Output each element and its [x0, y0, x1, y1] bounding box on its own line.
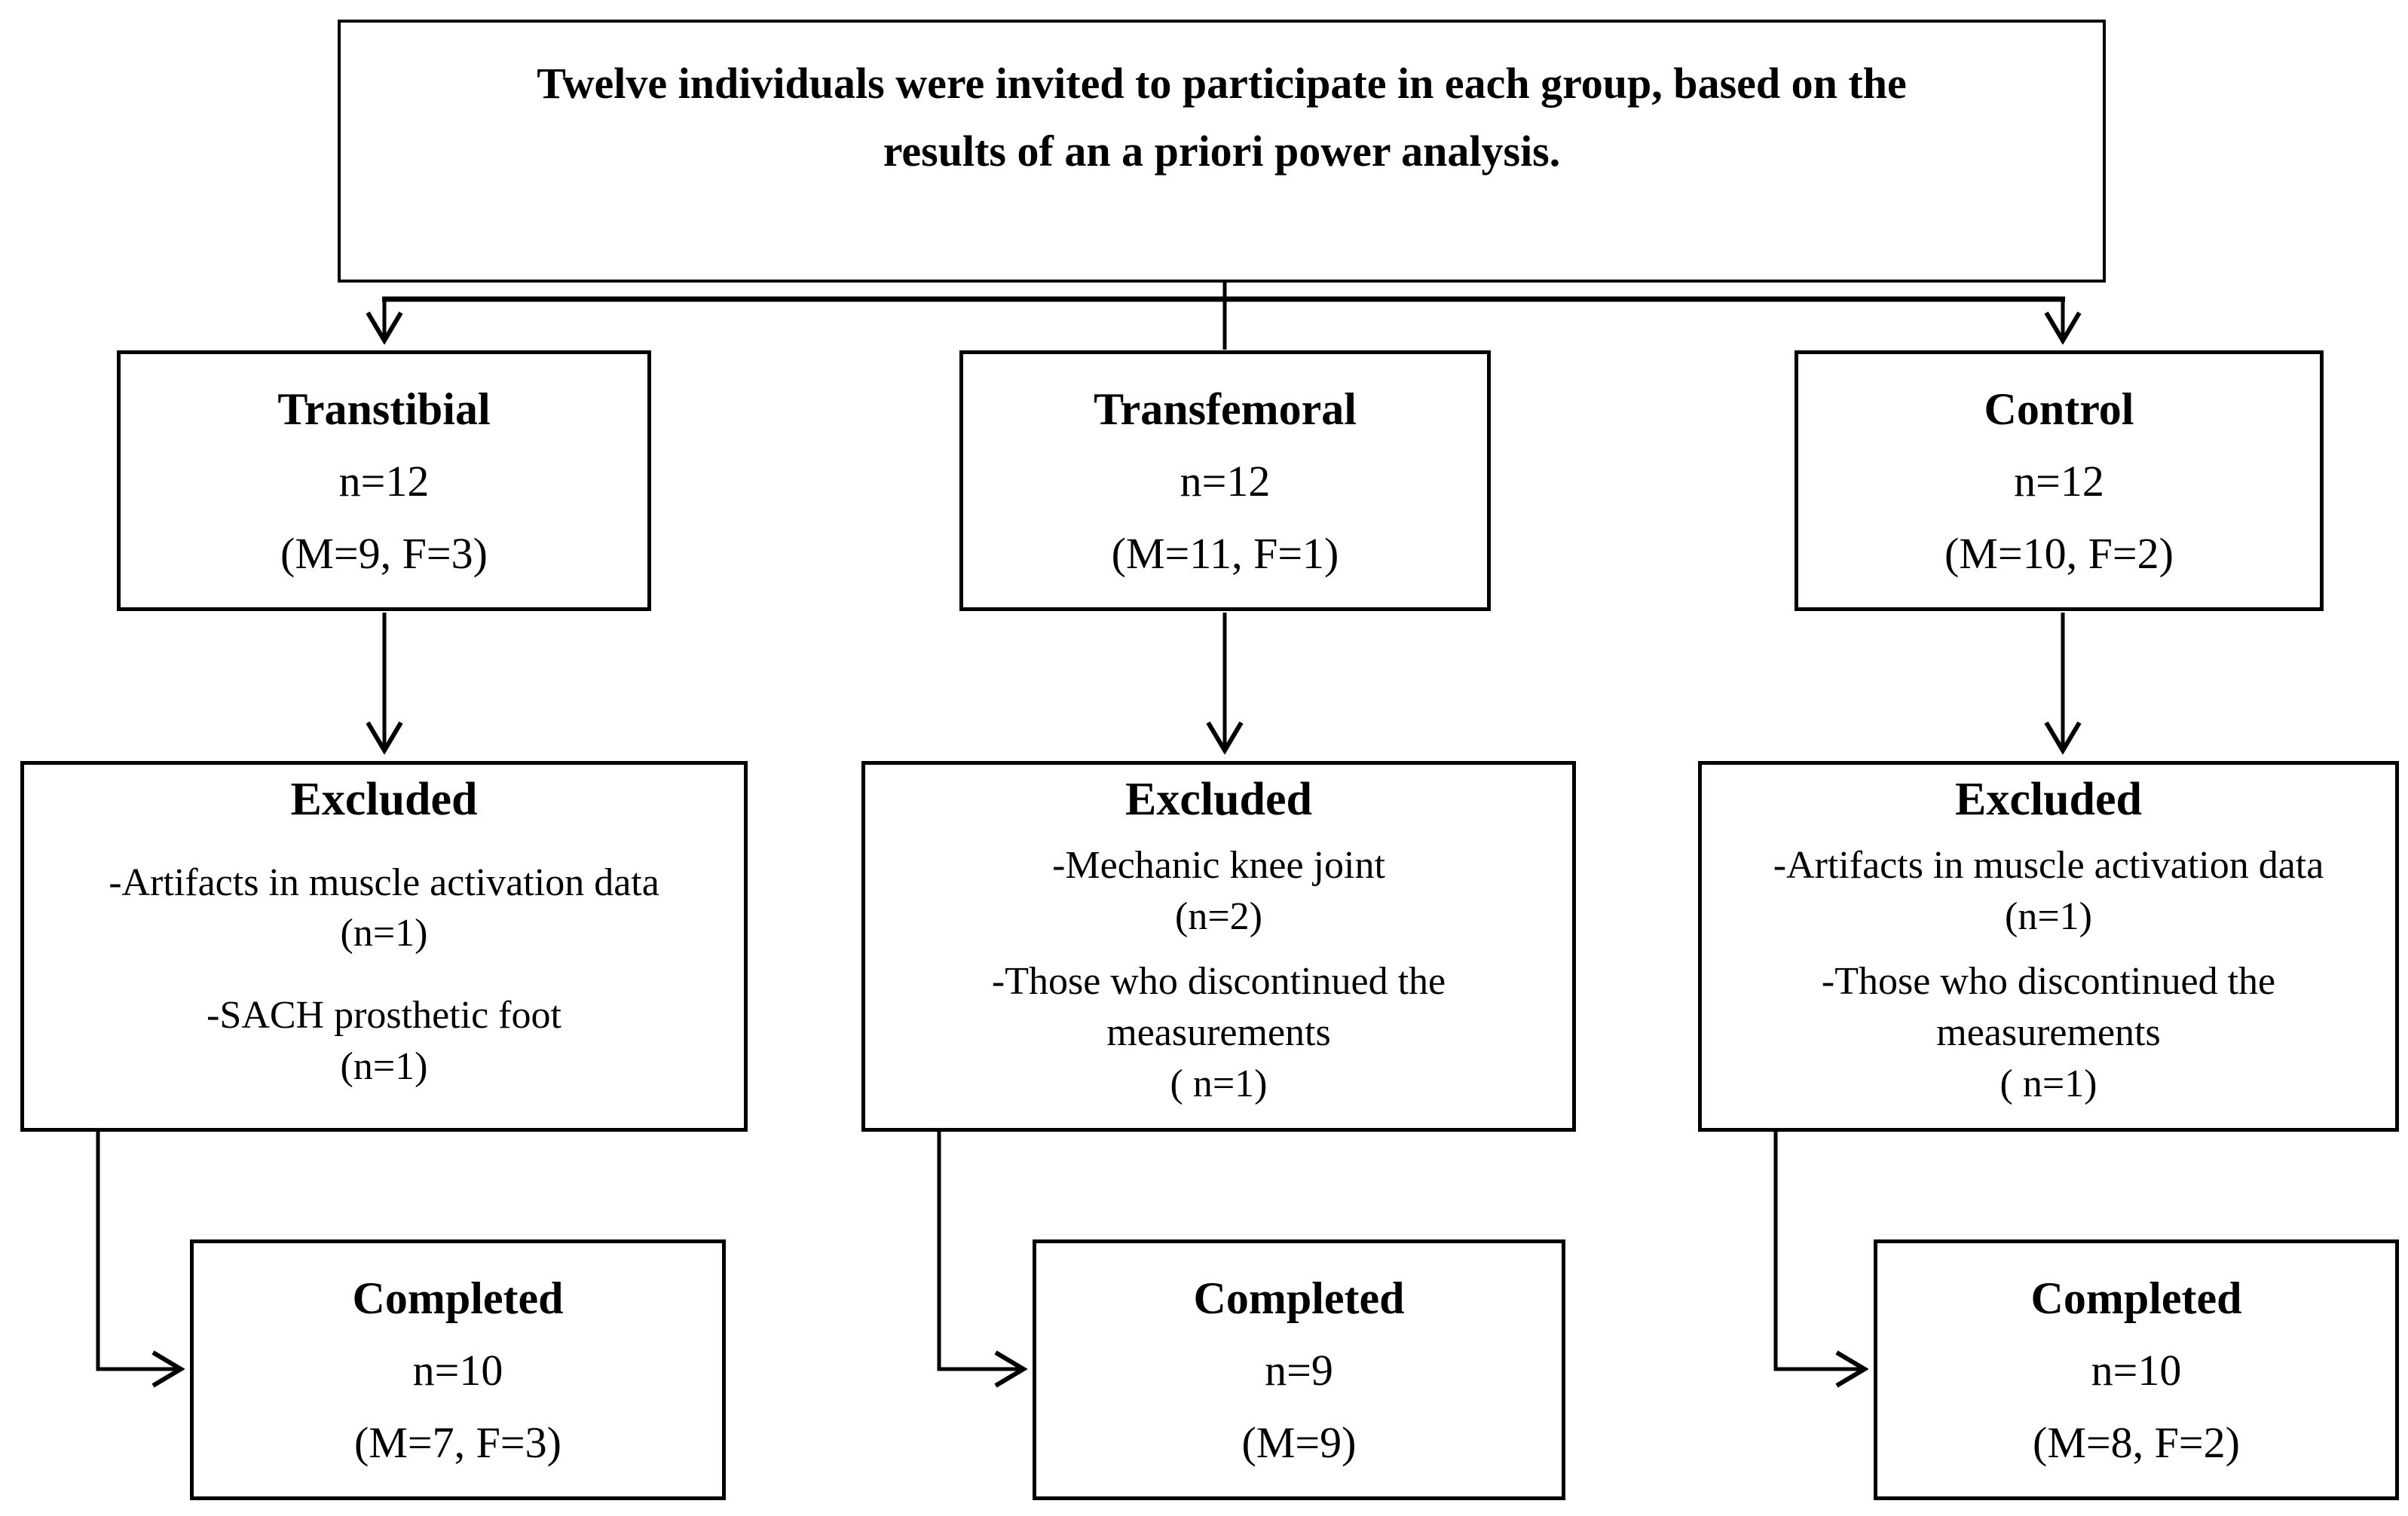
reason-text: measurements	[1106, 1010, 1331, 1054]
group-box-control: Control n=12 (M=10, F=2)	[1795, 350, 2324, 611]
excluded-box-transtibial: Excluded -Artifacts in muscle activation…	[20, 761, 748, 1132]
arrow-excluded-to-completed-control	[1773, 1130, 1865, 1369]
invitation-line-2: results of an a priori power analysis.	[883, 126, 1561, 176]
arrow-excluded-to-completed-transfemoral	[937, 1130, 1023, 1369]
completed-box-control: Completed n=10 (M=8, F=2)	[1874, 1239, 2399, 1500]
excluded-box-control: Excluded -Artifacts in muscle activation…	[1698, 761, 2399, 1132]
completed-box-transtibial: Completed n=10 (M=7, F=3)	[190, 1239, 726, 1500]
group-n: n=12	[338, 457, 430, 506]
group-box-transtibial: Transtibial n=12 (M=9, F=3)	[117, 350, 651, 611]
invitation-box: Twelve individuals were invited to parti…	[338, 20, 2106, 283]
reason-text: -Mechanic knee joint	[1052, 844, 1385, 888]
group-sex: (M=9, F=3)	[280, 528, 488, 578]
completed-box-transfemoral: Completed n=9 (M=9)	[1033, 1239, 1565, 1500]
completed-title: Completed	[1193, 1273, 1405, 1323]
exclusion-reason: -SACH prosthetic foot (n=1)	[207, 990, 561, 1092]
group-sex: (M=11, F=1)	[1111, 528, 1339, 578]
reason-text: -Those who discontinued the	[1821, 960, 2276, 1004]
excluded-title: Excluded	[1124, 774, 1313, 825]
completed-title: Completed	[2030, 1273, 2242, 1323]
completed-sex: (M=9)	[1241, 1417, 1357, 1467]
group-box-transfemoral: Transfemoral n=12 (M=11, F=1)	[959, 350, 1491, 611]
completed-title: Completed	[352, 1273, 564, 1323]
group-n: n=12	[2014, 457, 2104, 506]
completed-n: n=10	[412, 1346, 503, 1395]
excluded-box-transfemoral: Excluded -Mechanic knee joint (n=2) -Tho…	[861, 761, 1576, 1132]
exclusion-reason: -Artifacts in muscle activation data (n=…	[1773, 840, 2324, 942]
reason-text: measurements	[1936, 1010, 2161, 1054]
excluded-reasons: -Mechanic knee joint (n=2) -Those who di…	[880, 826, 1557, 1123]
invitation-line-1: Twelve individuals were invited to parti…	[537, 58, 1907, 108]
arrow-excluded-to-completed-transtibial	[96, 1130, 181, 1369]
reason-count: (n=1)	[340, 912, 428, 955]
reason-count: ( n=1)	[2000, 1062, 2097, 1105]
completed-n: n=10	[2091, 1346, 2182, 1395]
group-sex: (M=10, F=2)	[1944, 528, 2174, 578]
reason-text: -Those who discontinued the	[991, 960, 1446, 1004]
excluded-title: Excluded	[290, 774, 478, 825]
excluded-title: Excluded	[1954, 774, 2143, 825]
group-title: Control	[1984, 384, 2134, 434]
group-n: n=12	[1180, 457, 1271, 506]
reason-text: -Artifacts in muscle activation data	[109, 860, 659, 904]
excluded-reasons: -Artifacts in muscle activation data (n=…	[39, 826, 729, 1123]
completed-n: n=9	[1265, 1346, 1333, 1395]
group-title: Transfemoral	[1094, 384, 1357, 434]
reason-count: (n=2)	[1175, 894, 1262, 938]
exclusion-reason: -Those who discontinued the measurements…	[1822, 956, 2275, 1109]
group-title: Transtibial	[277, 384, 491, 434]
exclusion-reason: -Those who discontinued the measurements…	[992, 956, 1446, 1109]
exclusion-reason: -Mechanic knee joint (n=2)	[1052, 840, 1385, 942]
reason-text: -SACH prosthetic foot	[207, 994, 561, 1038]
exclusion-reason: -Artifacts in muscle activation data (n=…	[109, 857, 659, 959]
reason-count: ( n=1)	[1170, 1062, 1268, 1105]
reason-count: (n=1)	[340, 1045, 428, 1088]
reason-text: -Artifacts in muscle activation data	[1773, 844, 2324, 888]
reason-count: (n=1)	[2005, 894, 2092, 938]
completed-sex: (M=7, F=3)	[354, 1417, 561, 1467]
completed-sex: (M=8, F=2)	[2033, 1417, 2240, 1467]
excluded-reasons: -Artifacts in muscle activation data (n=…	[1717, 826, 2380, 1123]
